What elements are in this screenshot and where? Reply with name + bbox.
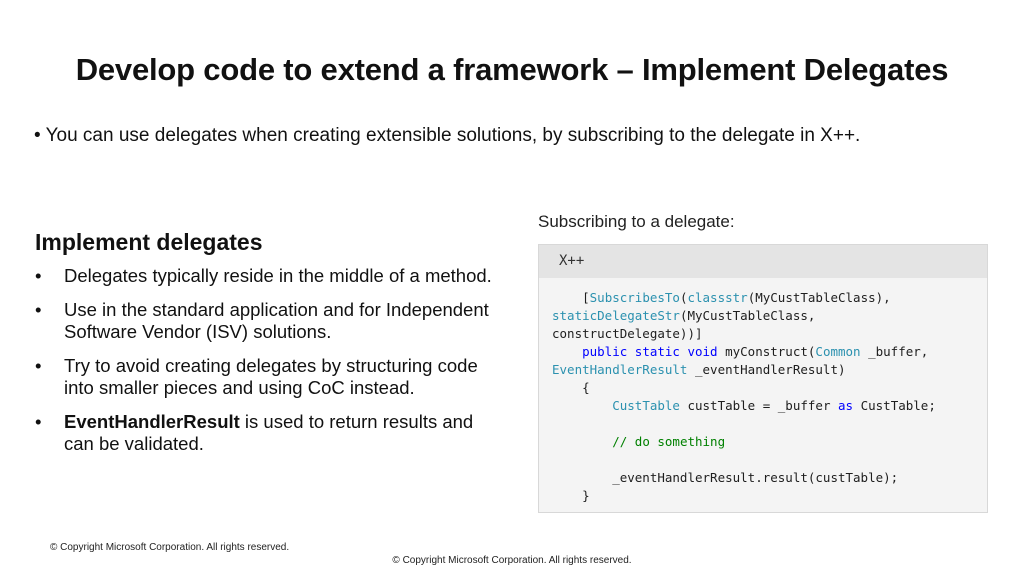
code-token: myConstruct(: [717, 344, 816, 359]
code-line: }: [552, 487, 987, 505]
code-token: }: [552, 488, 590, 503]
code-line: [552, 451, 987, 469]
code-token: {: [552, 380, 590, 395]
bullet-item: • Try to avoid creating delegates by stru…: [35, 355, 505, 399]
code-line: constructDelegate))]: [552, 325, 987, 343]
code-token: _buffer,: [860, 344, 929, 359]
bullet-text: Use in the standard application and for …: [64, 299, 489, 342]
bullet-marker: •: [35, 355, 42, 376]
code-line: staticDelegateStr(MyCustTableClass,: [552, 307, 987, 325]
bullet-marker: •: [35, 265, 42, 286]
bullet-item: • EventHandlerResult is used to return re…: [35, 411, 505, 455]
bullet-bold-text: EventHandlerResult: [64, 411, 240, 432]
code-token: staticDelegateStr: [552, 308, 680, 323]
code-language-label: X++: [539, 245, 987, 278]
bullet-text: Try to avoid creating delegates by struc…: [64, 355, 478, 398]
code-token: SubscribesTo: [589, 290, 680, 305]
bullet-text: Delegates typically reside in the middle…: [64, 265, 492, 286]
intro-text: • You can use delegates when creating ex…: [34, 125, 861, 146]
code-line: EventHandlerResult _eventHandlerResult): [552, 361, 987, 379]
code-token: (: [679, 290, 688, 305]
code-token: constructDelegate))]: [552, 326, 703, 341]
code-token: public static void: [582, 344, 718, 359]
bullet-list: • Delegates typically reside in the middl…: [35, 265, 505, 467]
code-line: CustTable custTable = _buffer as CustTab…: [552, 397, 987, 415]
copyright-center: © Copyright Microsoft Corporation. All r…: [392, 555, 632, 566]
code-block: X++ [SubscribesTo(classstr(MyCustTableCl…: [538, 244, 988, 513]
code-line: _eventHandlerResult.result(custTable);: [552, 469, 987, 487]
copyright-left: © Copyright Microsoft Corporation. All r…: [50, 542, 290, 553]
slide-title: Develop code to extend a framework – Imp…: [75, 52, 949, 87]
code-token: [552, 344, 582, 359]
code-token: Common: [815, 344, 861, 359]
code-line: [SubscribesTo(classstr(MyCustTableClass)…: [552, 289, 987, 307]
code-token: [552, 434, 612, 449]
code-token: as: [838, 398, 854, 413]
bullet-marker: •: [35, 411, 42, 432]
code-token: CustTable;: [853, 398, 936, 413]
bullet-item: • Use in the standard application and for…: [35, 299, 505, 343]
code-token: CustTable: [612, 398, 680, 413]
bullet-text: is used to return results and can be val…: [64, 411, 474, 454]
code-token: [552, 398, 612, 413]
code-token: (MyCustTableClass),: [747, 290, 891, 305]
code-token: EventHandlerResult: [552, 362, 688, 377]
code-token: classstr: [687, 290, 748, 305]
code-line: {: [552, 379, 987, 397]
code-line: // do something: [552, 433, 987, 451]
code-token: // do something: [612, 434, 726, 449]
code-token: custTable = _buffer: [679, 398, 838, 413]
code-token: [: [552, 290, 590, 305]
code-token: (MyCustTableClass,: [679, 308, 816, 323]
code-token: _eventHandlerResult): [687, 362, 846, 377]
code-token: _eventHandlerResult.result(custTable);: [552, 470, 899, 485]
section-heading: Implement delegates: [35, 229, 263, 255]
code-body: [SubscribesTo(classstr(MyCustTableClass)…: [539, 278, 987, 505]
code-line: public static void myConstruct(Common _b…: [552, 343, 987, 361]
bullet-item: • Delegates typically reside in the middl…: [35, 265, 505, 287]
code-caption: Subscribing to a delegate:: [538, 212, 735, 231]
code-line: [552, 415, 987, 433]
bullet-marker: •: [35, 299, 42, 320]
